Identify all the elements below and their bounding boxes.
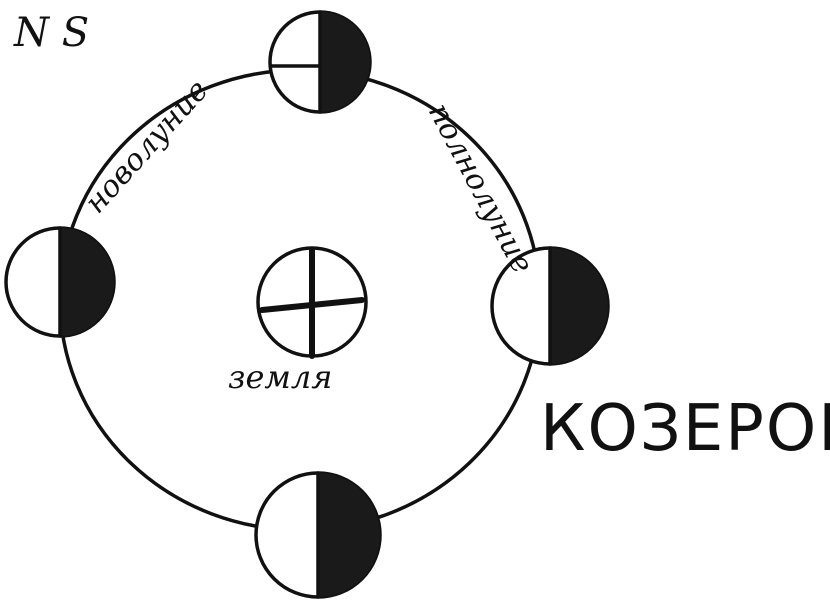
moon-top-dark-half: [320, 12, 370, 112]
moon-bottom-dark-half: [318, 473, 380, 597]
new-moon-label: новолуние: [78, 73, 216, 220]
moon-bottom: [256, 473, 380, 597]
moon-right-dark-half: [550, 248, 608, 364]
moon-left-dark-half: [60, 228, 114, 336]
earth-label: земля: [228, 358, 332, 396]
earth: [258, 248, 366, 356]
moon-left: [6, 228, 114, 336]
zodiac-sign-label: КОЗЕРОГ: [540, 392, 830, 466]
full-moon-label: полнолуние: [421, 97, 540, 279]
moon-top: [270, 12, 370, 112]
corner-ns-label: N S: [13, 10, 89, 56]
